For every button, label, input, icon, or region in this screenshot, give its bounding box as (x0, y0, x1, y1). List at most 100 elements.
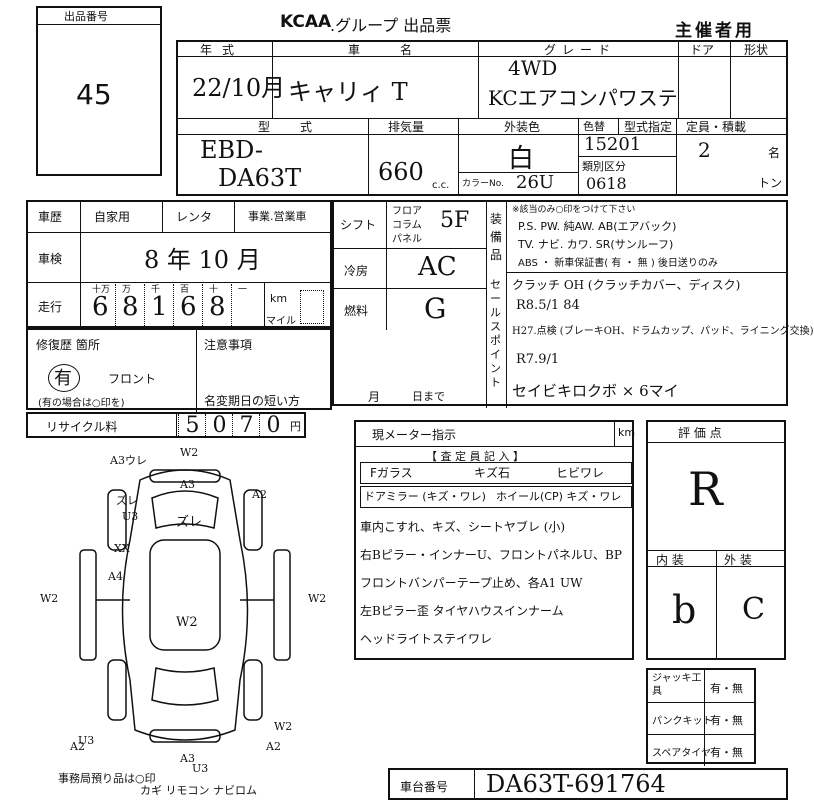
grade-line1: 4WD (508, 56, 558, 80)
sales-point-extra: セイビキロクボ × 6マイ (512, 382, 679, 400)
damage-mark: A3 (179, 478, 195, 491)
eval-label: 評 価 点 (678, 426, 722, 440)
comment-line5: ヘッドライトステイワレ (360, 632, 493, 646)
roof (149, 539, 221, 651)
wheel-label: ホイール(CP) キズ・ワレ (496, 490, 622, 503)
sales-point-line4: R7.9/1 (516, 352, 560, 367)
damage-mark: A2 (265, 740, 281, 753)
history-option-business: 事業.営業車 (248, 210, 307, 223)
notes-month-label: 月 (368, 390, 381, 404)
interior-value: b (672, 588, 697, 632)
inspection-value: 8 年 10 月 (144, 246, 261, 274)
damage-mark: U3 (122, 510, 138, 523)
glass-box (360, 462, 632, 484)
vehicle-info-table: 年式 車名 グレード ドア 形状 22/10月 キャリィ T 4WD KCエアコ… (176, 40, 788, 196)
year-value: 22/10月 (192, 74, 286, 102)
car-diagram: A3ウレ W2 A3 A2 A4 ズレ U3 XX W2 W2 W2 U3 A2… (40, 446, 326, 775)
model-line1: EBD- (200, 136, 263, 164)
damage-mark: A4 (107, 570, 123, 583)
category-value: 0618 (586, 174, 627, 193)
color-change-label: 色替 (583, 120, 605, 133)
mileage-digit-unit: 万 (122, 285, 132, 295)
category-label: 類別区分 (582, 160, 626, 173)
jack-label: ジャッキ工具 (652, 673, 702, 697)
jack-yes-no: 有・無 (710, 682, 743, 695)
repair-value: 有 (54, 368, 72, 389)
ac-label: 冷房 (344, 264, 369, 278)
shift-option-floor: フロア (392, 206, 422, 217)
history-option-private: 自家用 (94, 210, 131, 224)
lot-number-label: 出品番号 (64, 10, 108, 23)
capacity-unit: 名 (768, 146, 781, 160)
office-items: カギ リモコン ナビロム (140, 784, 257, 797)
capacity-label: 定員・積載 (686, 120, 747, 134)
model-label: 型式 (258, 120, 343, 134)
repair-notes-table: 修復歴 箇所 有 フロント (有の場合は○印を) 注意事項 名変期日の短い方 (26, 328, 332, 412)
capacity-value: 2 (698, 138, 711, 162)
equipment-label: 装備品 (490, 212, 503, 262)
mile-label: マイル (266, 316, 296, 327)
type-designation-value: 15201 (584, 134, 642, 155)
chassis-label: 車台番号 (400, 780, 449, 794)
notes-label: 注意事項 (204, 338, 253, 352)
front-right-wheel (243, 489, 263, 551)
left-side-panel (79, 549, 97, 661)
recycle-label: リサイクル料 (46, 420, 118, 434)
comment-line3: フロントバンパーテープ止め、各A1 UW (360, 576, 583, 590)
mirror-box (360, 486, 632, 508)
damage-mark: U3 (78, 734, 94, 747)
notes-day-label: 日まで (412, 390, 445, 403)
equipment-line2: TV. ナビ. カワ. SR(サンルーフ) (518, 238, 674, 251)
mileage-digit-unit: 千 (151, 285, 161, 295)
repair-location: フロント (108, 372, 157, 386)
lot-number-value: 45 (76, 78, 112, 111)
damage-mark: W2 (308, 592, 326, 605)
grade-label: グレード (544, 43, 617, 57)
repair-note: (有の場合は○印を) (38, 398, 125, 409)
damage-mark: XX (114, 542, 130, 555)
repair-circle (48, 364, 80, 392)
name-label: 車名 (348, 43, 453, 57)
mileage-digit-unit: 一 (238, 285, 248, 295)
history-label: 車歴 (38, 210, 63, 224)
comment-line4: 左Bピラー歪 タイヤハウスインナーム (360, 604, 564, 618)
damage-mark: A3 (179, 752, 195, 765)
office-note: 事務局預り品は○印 (58, 772, 156, 785)
form-title: .グループ 出品票 (330, 16, 452, 35)
front-glass (151, 490, 219, 529)
damage-mark: A2 (251, 488, 267, 501)
specs-table: シフト フロア コラム パネル 5F 冷房 AC 燃料 G 装備品 ※該当のみ○… (332, 200, 814, 408)
car-name-value: キャリィ T (288, 78, 408, 106)
rating-table: 評 価 点 R 内 装 外 装 b C (646, 420, 786, 660)
damage-mark: W2 (40, 592, 58, 605)
car-body-outline (121, 469, 249, 741)
chip-label: キズ石 (474, 466, 511, 480)
puncture-label: パンクキット (652, 716, 713, 727)
eval-value: R (688, 462, 723, 516)
damage-mark: A3ウレ (109, 454, 147, 467)
result-label: 【 査 定 員 記 入 】 (426, 450, 524, 463)
comment-line2: 右Bピラー・インナーU、フロントパネルU、BP (360, 548, 622, 562)
recycle-unit: 円 (290, 420, 301, 433)
ac-value: AC (418, 252, 457, 282)
mile-checkbox[interactable] (300, 290, 324, 324)
equipment-note: ※該当のみ○印をつけて下さい (512, 205, 636, 215)
extras-table: ジャッキ工具 有・無 パンクキット 有・無 スペアタイヤ 有・無 (646, 668, 756, 766)
rear-right-wheel (243, 659, 263, 721)
spare-yes-no: 有・無 (710, 746, 743, 759)
type-designation-label: 型式指定 (624, 120, 673, 134)
displacement-value: 660 (378, 158, 424, 186)
rear-bumper (149, 729, 221, 743)
chassis-box: 車台番号 DA63T-691764 (388, 768, 788, 800)
sales-point-line3: H27.点検 (ブレーキOH、ドラムカップ、パッド、ライニング交換) (512, 326, 814, 337)
damage-mark: W2 (180, 446, 198, 459)
shift-value: 5F (440, 208, 470, 233)
year-label: 年式 (200, 43, 245, 57)
mileage-digit: 8 (209, 292, 226, 322)
rear-glass (151, 667, 219, 706)
